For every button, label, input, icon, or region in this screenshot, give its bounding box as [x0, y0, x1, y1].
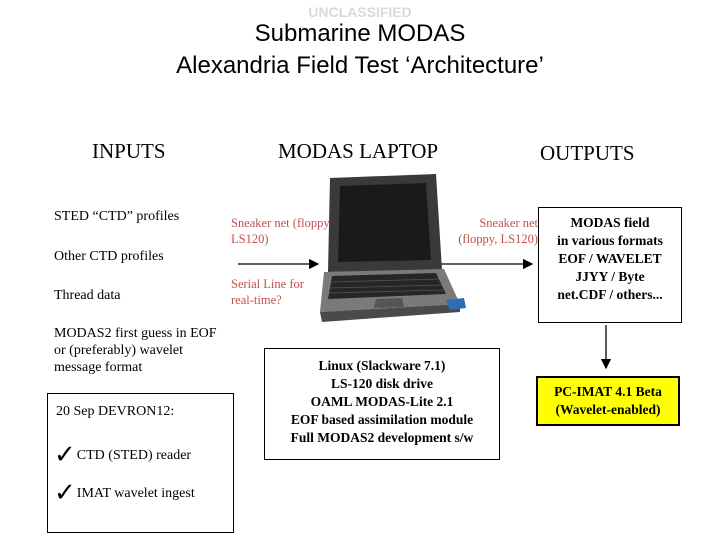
- serial-line-label: Serial Line for real-time?: [231, 277, 304, 307]
- laptop-icon: [320, 174, 466, 322]
- pc-imat-line: PC-IMAT 4.1 Beta: [554, 384, 662, 399]
- laptop-header: MODAS LAPTOP: [278, 139, 439, 163]
- sneaker-net-in-label: Sneaker net (floppy, LS120): [231, 216, 332, 246]
- classification-banner: UNCLASSIFIED: [308, 4, 412, 20]
- input-item: MODAS2 first guess in EOF or (preferably…: [54, 326, 217, 375]
- output-line: EOF / WAVELET: [558, 251, 662, 266]
- spec-line: LS-120 disk drive: [330, 376, 434, 391]
- laptop-spec-box: Linux (Slackware 7.1) LS-120 disk drive …: [264, 348, 500, 460]
- devron-item: ✓IMAT wavelet ingest: [54, 479, 195, 505]
- page-title: Submarine MODAS: [254, 20, 466, 47]
- spec-line: EOF based assimilation module: [290, 412, 474, 427]
- checkmark-icon: ✓: [54, 477, 76, 507]
- output-line: net.CDF / others...: [557, 287, 663, 302]
- input-item: Other CTD profiles: [54, 249, 164, 264]
- outputs-box: MODAS field in various formats EOF / WAV…: [538, 207, 682, 323]
- page-subtitle: Alexandria Field Test ‘Architecture’: [176, 52, 544, 79]
- pc-imat-line: (Wavelet-enabled): [555, 402, 661, 417]
- devron-item-label: CTD (STED) reader: [76, 448, 192, 463]
- checkmark-icon: ✓: [54, 439, 76, 469]
- output-line: in various formats: [557, 233, 663, 248]
- input-item: Thread data: [54, 288, 121, 303]
- output-line: JJYY / Byte: [575, 269, 645, 284]
- sneaker-net-out-label: Sneaker net (floppy, LS120): [458, 216, 538, 246]
- inputs-header: INPUTS: [92, 139, 166, 163]
- input-item: STED “CTD” profiles: [54, 209, 180, 224]
- devron-title: 20 Sep DEVRON12:: [56, 404, 175, 419]
- spec-line: Full MODAS2 development s/w: [290, 430, 474, 445]
- output-line: MODAS field: [570, 215, 650, 230]
- outputs-header: OUTPUTS: [540, 141, 635, 165]
- devron-box: 20 Sep DEVRON12: ✓CTD (STED) reader ✓IMA…: [47, 393, 234, 533]
- pc-imat-box: PC-IMAT 4.1 Beta (Wavelet-enabled): [536, 376, 680, 426]
- devron-item-label: IMAT wavelet ingest: [76, 486, 195, 501]
- spec-line: Linux (Slackware 7.1): [318, 358, 446, 373]
- spec-line: OAML MODAS-Lite 2.1: [310, 394, 454, 409]
- devron-item: ✓CTD (STED) reader: [54, 441, 191, 467]
